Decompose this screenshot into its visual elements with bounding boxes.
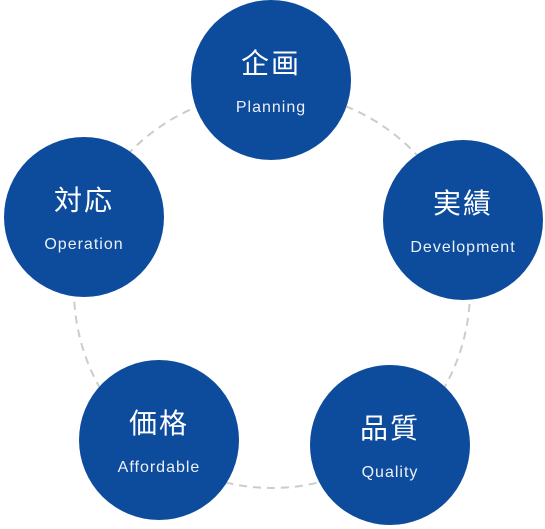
node-operation: 対応 Operation — [4, 137, 164, 297]
node-subtitle: Planning — [235, 99, 307, 116]
node-title: 企画 — [240, 47, 301, 80]
node-subtitle: Affordable — [117, 459, 201, 476]
node-subtitle: Development — [410, 239, 516, 256]
node-affordable: 価格 Affordable — [79, 360, 239, 520]
node-title: 実績 — [432, 187, 493, 220]
node-subtitle: Operation — [44, 236, 124, 253]
node-title: 品質 — [359, 412, 420, 445]
node-quality: 品質 Quality — [310, 365, 470, 525]
node-title: 価格 — [128, 407, 189, 440]
node-title: 対応 — [53, 184, 114, 217]
node-planning: 企画 Planning — [191, 0, 351, 160]
node-subtitle: Quality — [361, 464, 419, 481]
node-development: 実績 Development — [383, 140, 543, 300]
